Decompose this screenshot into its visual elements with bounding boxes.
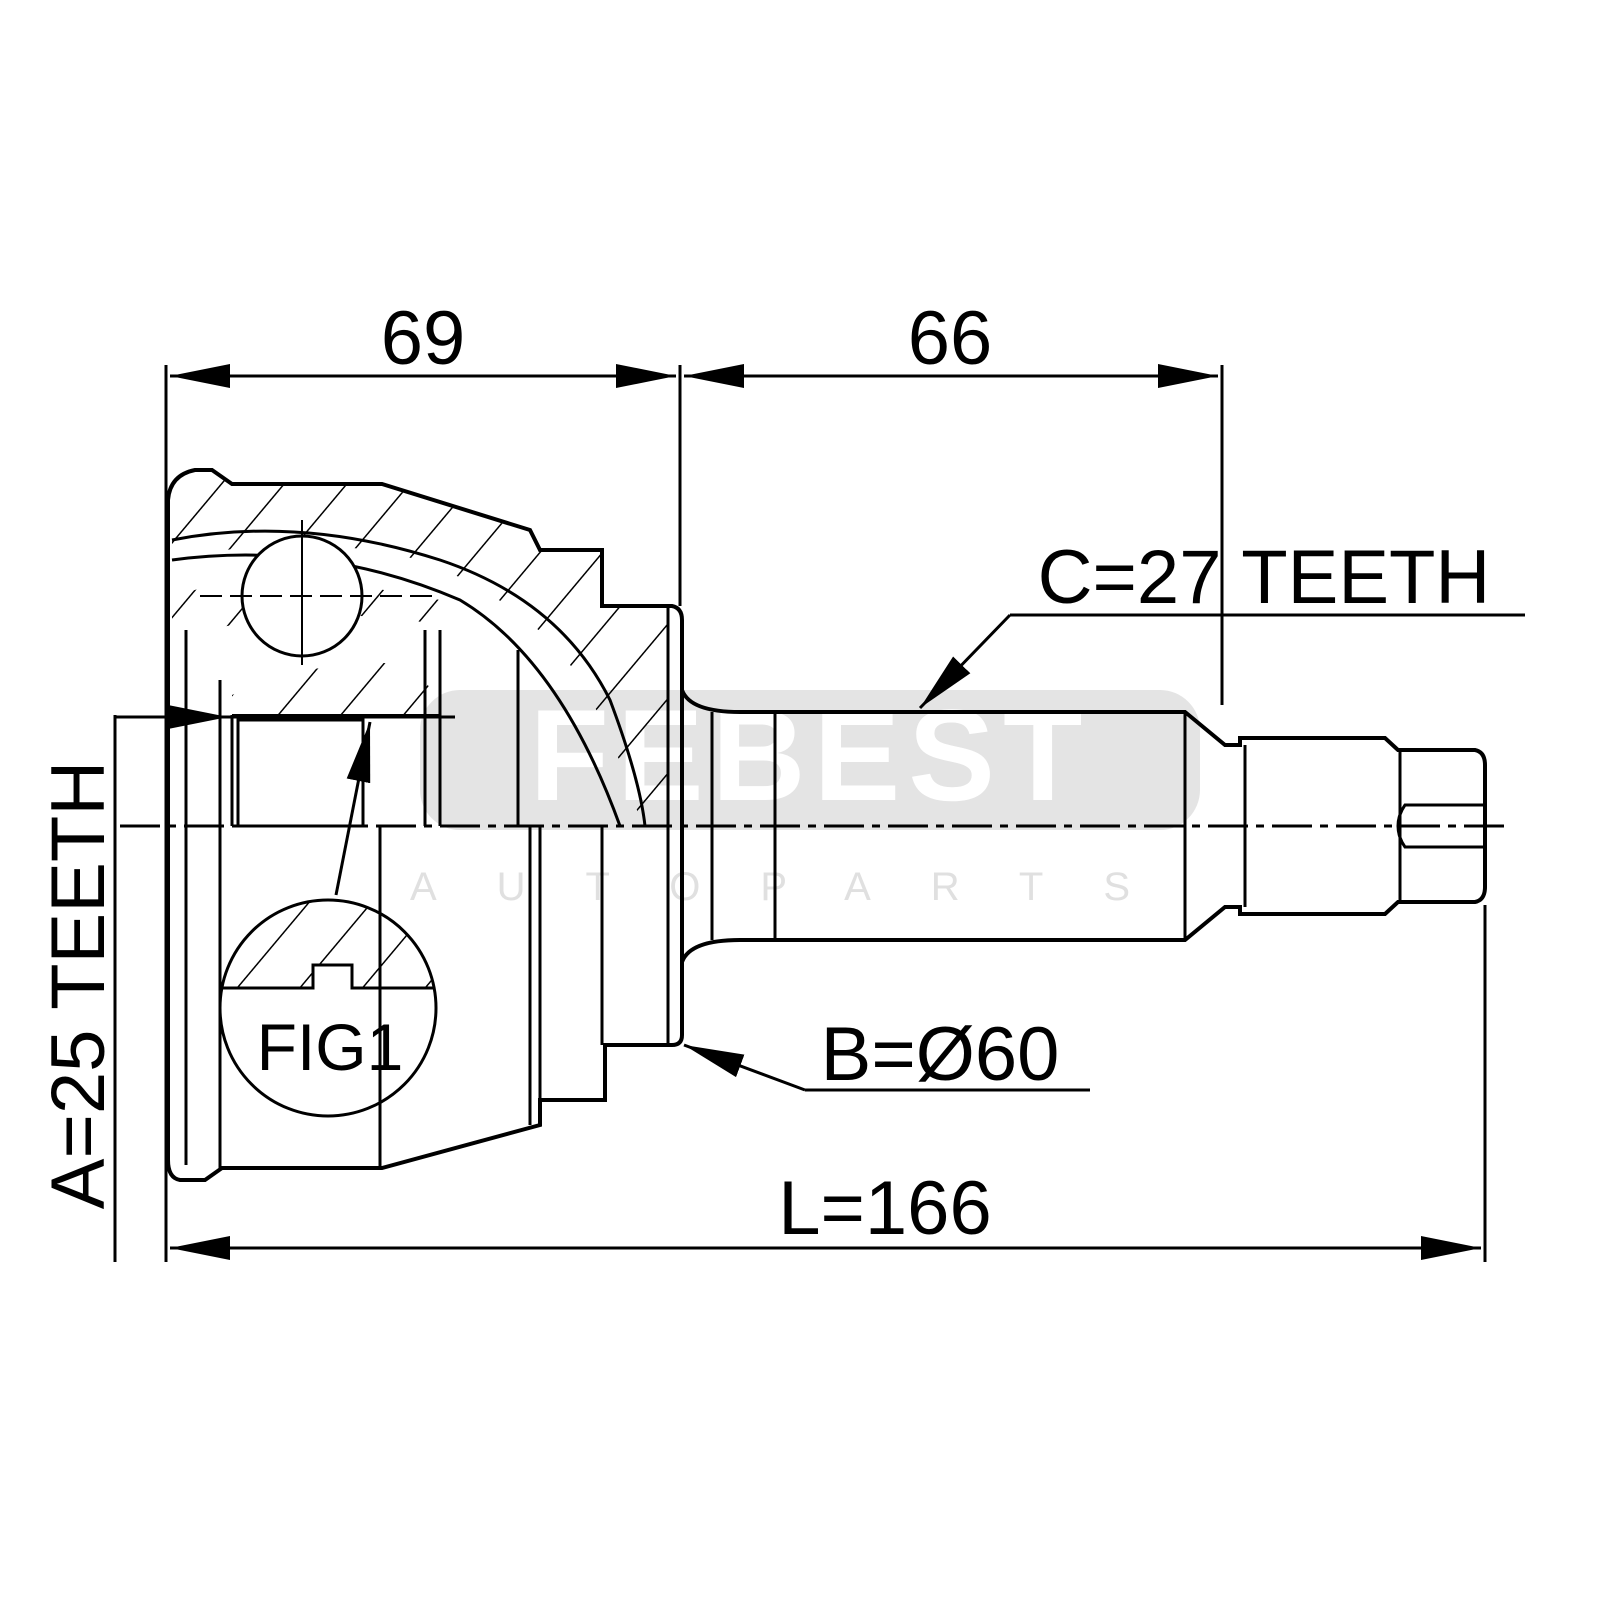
dimension-housing-length: 69 [381, 296, 466, 381]
dimension-abs-diameter: B=Ø60 [821, 1012, 1060, 1097]
dimension-lines [113, 364, 1525, 1262]
dimension-inner-teeth: A=25 TEETH [36, 761, 121, 1209]
dimension-shaft-length: 66 [908, 296, 993, 381]
dimension-overall-length: L=166 [778, 1166, 991, 1251]
svg-text:AUTOPARTS: AUTOPARTS [410, 865, 1190, 909]
dimension-outer-teeth: C=27 TEETH [1038, 535, 1491, 620]
watermark-logo: FEBEST AUTOPARTS [410, 682, 1200, 909]
detail-label: FIG1 [257, 1010, 404, 1084]
